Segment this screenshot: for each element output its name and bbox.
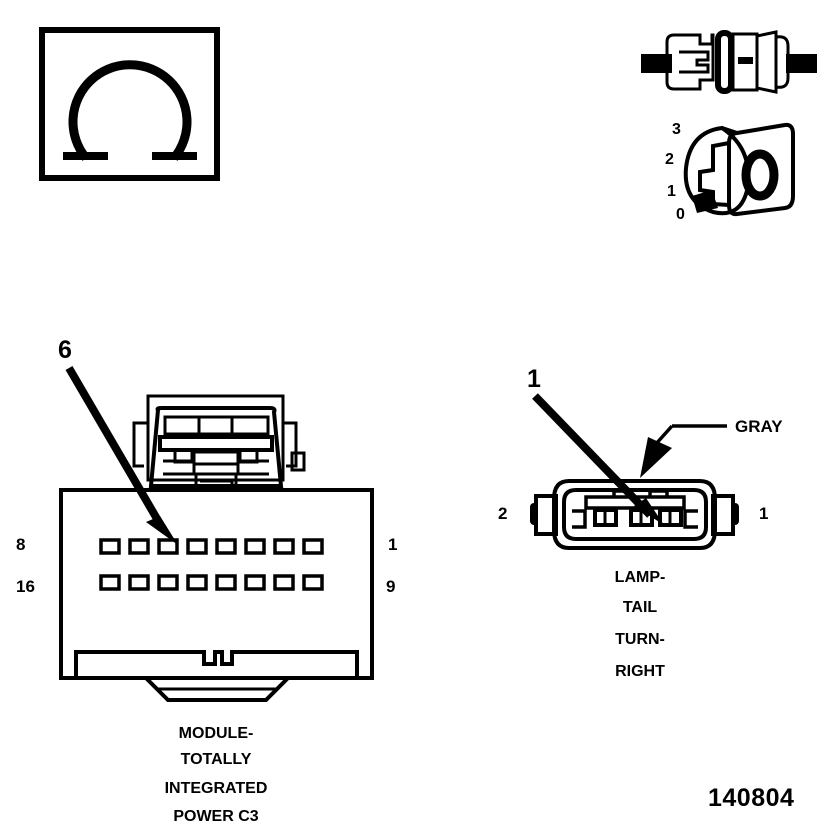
lamp-keyway-left: [572, 509, 587, 529]
latch-bar-top: [163, 415, 270, 436]
female-slot: [738, 57, 753, 64]
module-cavity-highlighted: [157, 538, 179, 555]
latch-wing-right: [236, 459, 269, 476]
module-cavity: [244, 574, 266, 591]
module-cavity: [128, 538, 150, 555]
module-cavity: [215, 538, 237, 555]
lamp-side-tab-right: [711, 494, 735, 536]
module-pin-label-16: 16: [16, 577, 35, 596]
wire-stub-left: [641, 54, 672, 73]
lamp-housing-outer: [552, 479, 717, 550]
module-cavity: [244, 538, 266, 555]
module-cavity: [99, 538, 121, 555]
module-cavity: [273, 574, 295, 591]
latch-foot-center: [194, 472, 238, 488]
module-cavity: [186, 574, 208, 591]
latch-shoulder-left: [132, 421, 148, 468]
gray-leader-arrowhead: [640, 437, 672, 478]
seal-ring: [715, 30, 734, 94]
male-housing-tab: [679, 50, 710, 74]
lamp-top-notch-right: [648, 489, 669, 497]
cavity-label-2: 2: [665, 151, 674, 168]
lamp-caption-line-3: TURN-: [615, 631, 665, 648]
latch-foot-inner: [200, 479, 234, 486]
module-pin-label-8: 8: [16, 535, 26, 554]
module-cavity: [215, 574, 237, 591]
module-cavity: [273, 538, 295, 555]
lamp-pin-label-1: 1: [759, 504, 769, 523]
lamp-caption-line-1: LAMP-: [614, 569, 666, 586]
callout-1-arrowhead: [634, 498, 664, 525]
module-cavity: [302, 538, 324, 555]
lamp-cavity-group: [593, 508, 683, 527]
callout-arrow-1: [532, 393, 664, 525]
lamp-pin-label-2: 2: [498, 504, 508, 523]
module-caption-line-1: MODULE-: [178, 725, 254, 742]
cavity-edge-top: [721, 126, 738, 135]
cavity-label-3: 3: [672, 121, 681, 138]
callout-number-1: 1: [527, 365, 541, 393]
module-cavity: [186, 538, 208, 555]
female-body-rear: [774, 35, 790, 89]
cavity-label-0: 0: [676, 206, 685, 223]
callout-number-6: 6: [58, 336, 72, 364]
cavity-position-marker: [692, 190, 718, 213]
callout-arrow-6: [65, 365, 178, 545]
module-pin-label-1: 1: [388, 535, 398, 554]
cavity-face-zero-glyph: [741, 149, 779, 201]
module-cavity-grid: [99, 538, 324, 591]
wire-stub-right: [786, 54, 817, 73]
module-caption-line-2: TOTALLY: [180, 751, 252, 768]
latch-tab-right: [290, 451, 306, 472]
module-caption-line-4: POWER C3: [173, 808, 259, 825]
module-pin-label-9: 9: [386, 577, 396, 596]
lamp-side-pip-right: [731, 503, 739, 525]
latch-outer-frame: [146, 394, 285, 482]
lamp-keyway-right: [683, 509, 698, 529]
module-cavity: [157, 574, 179, 591]
callout-6-line: [65, 365, 164, 527]
cavity-label-1: 1: [667, 183, 676, 200]
wire-color-label-gray: GRAY: [735, 417, 783, 436]
female-body-front: [731, 32, 759, 92]
ohm-arc: [68, 60, 192, 161]
male-housing-outline: [665, 33, 715, 91]
latch-shelf: [158, 435, 274, 452]
figure-number: 140804: [708, 784, 795, 812]
cavity-face-plate: [727, 122, 795, 217]
lamp-caption-line-2: TAIL: [622, 599, 658, 616]
lamp-housing-inner: [562, 488, 708, 541]
module-cavity: [128, 574, 150, 591]
wire-color-leader: [640, 424, 727, 478]
female-body-mid: [755, 30, 778, 94]
latch-wing-left: [163, 459, 196, 476]
module-cavity: [99, 574, 121, 591]
lamp-caption-line-4: RIGHT: [615, 663, 665, 680]
module-caption-line-3: INTEGRATED: [164, 780, 268, 797]
callout-1-line: [532, 393, 653, 518]
lamp-side-pip-left: [530, 503, 538, 525]
latch-dome: [148, 406, 284, 488]
callout-6-arrowhead: [146, 516, 178, 545]
ohm-box-border: [39, 27, 220, 181]
module-skirt: [74, 650, 359, 680]
module-cavity: [302, 574, 324, 591]
module-key-tab: [141, 676, 293, 702]
